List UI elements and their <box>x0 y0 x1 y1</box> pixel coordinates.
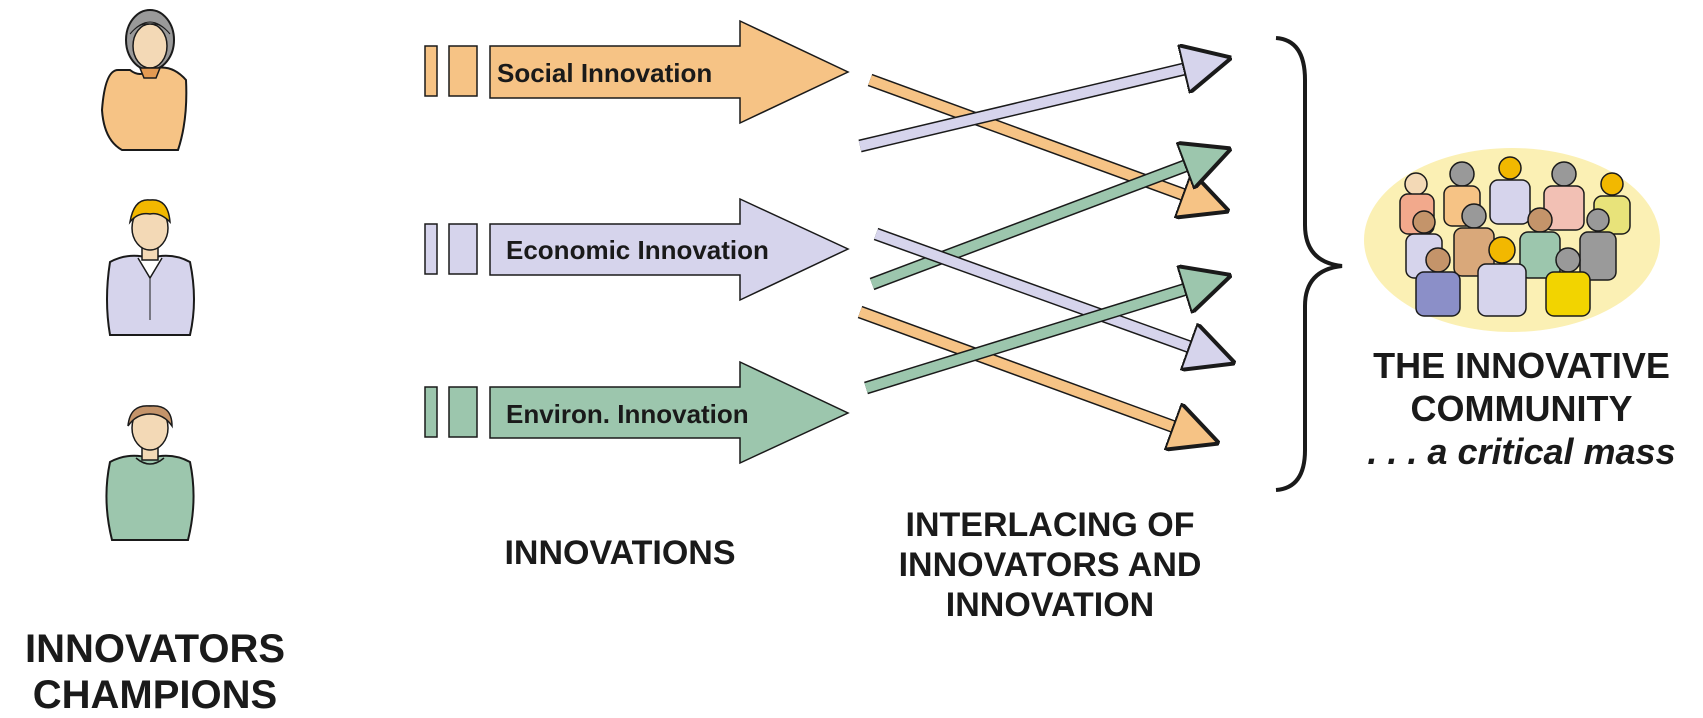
person-icon-male-green <box>105 405 195 541</box>
crowd-icon <box>1364 148 1660 332</box>
caption-interlacing-line1: INTERLACING OF <box>905 506 1195 544</box>
person-icon-female <box>100 9 188 151</box>
innovation-arrow-social: Social Innovation <box>424 19 850 125</box>
innovation-label-social: Social Innovation <box>497 58 712 88</box>
caption-innovators-line1: INNOVATORS <box>24 627 286 671</box>
curly-brace-icon <box>1275 36 1343 492</box>
caption-innovators: INNOVATORS CHAMPIONS <box>0 626 310 718</box>
innovation-label-environ: Environ. Innovation <box>506 399 749 429</box>
caption-community-line3: . . . a critical mass <box>1367 431 1676 472</box>
innovation-label-economic: Economic Innovation <box>506 235 769 265</box>
caption-innovations: INNOVATIONS <box>504 534 736 572</box>
caption-community-line1: THE INNOVATIVE <box>1373 345 1670 386</box>
person-icon-male <box>106 199 195 336</box>
caption-community: THE INNOVATIVE COMMUNITY . . . a critica… <box>1340 344 1703 473</box>
caption-interlacing-line3: INNOVATION <box>945 586 1155 624</box>
caption-interlacing-line2: INNOVATORS AND <box>898 546 1202 584</box>
interlacing-arrows <box>857 60 1226 440</box>
innovation-arrow-environ: Environ. Innovation <box>424 360 850 465</box>
innovation-arrow-economic: Economic Innovation <box>424 197 850 302</box>
caption-interlacing: INTERLACING OF INNOVATORS AND INNOVATION <box>860 505 1240 625</box>
caption-community-line2: COMMUNITY <box>1410 388 1633 429</box>
caption-innovators-line2: CHAMPIONS <box>32 673 278 717</box>
